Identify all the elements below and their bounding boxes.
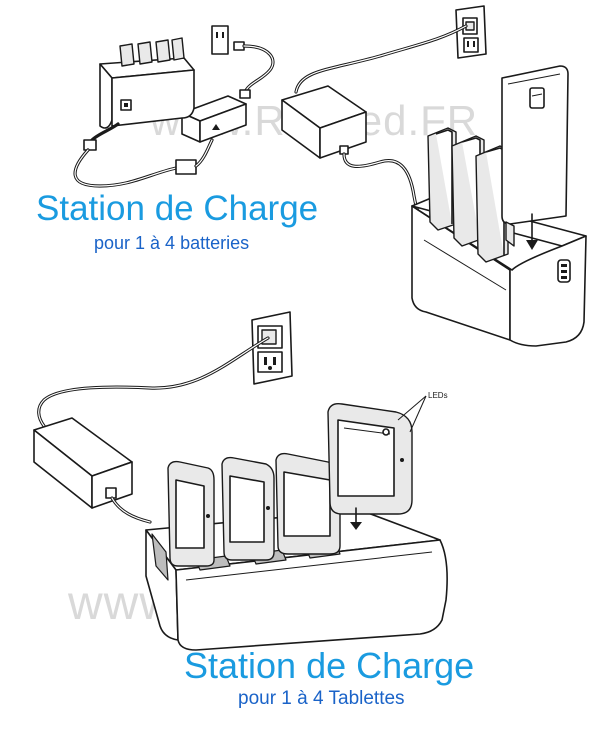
power-brick-small: [181, 95, 247, 143]
power-brick-bottom: [33, 417, 133, 509]
tablet-slot-1: [167, 460, 215, 567]
battery-station-title: Station de Charge: [36, 189, 319, 228]
tablet-station-subtitle: pour 1 à 4 Tablettes: [238, 688, 405, 709]
tablet-inserted: [327, 402, 413, 530]
battery-cradle-small: [99, 37, 195, 129]
wall-outlet-small: [211, 25, 229, 55]
tablet-slot-2: [221, 456, 275, 561]
wall-outlet-right: [455, 5, 487, 59]
tablet-slot-3: [275, 452, 341, 555]
tablet-station-title: Station de Charge: [184, 645, 475, 686]
wall-outlet-bottom: [251, 311, 293, 385]
led-callout-label: LEDs: [428, 391, 448, 400]
power-brick-right: [281, 85, 367, 159]
battery-cradle-large: [411, 65, 587, 347]
led-callout-line: [397, 395, 427, 421]
battery-station-subtitle: pour 1 à 4 batteries: [94, 233, 250, 253]
